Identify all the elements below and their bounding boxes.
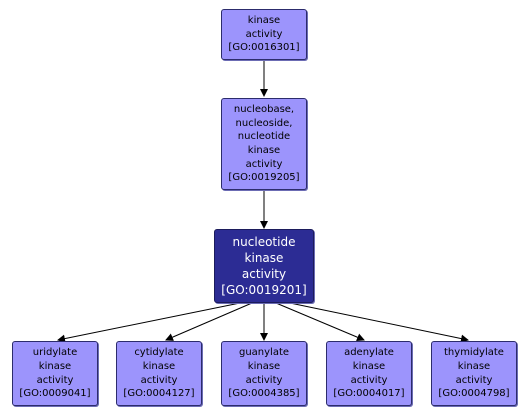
node-label-line: cytidylate: [134, 347, 184, 359]
node-label-line: activity: [36, 374, 74, 386]
node-label-line: uridylate: [32, 347, 78, 359]
edge-nucleotide-to-adenylate: [275, 302, 365, 341]
node-label-line: guanylate: [238, 347, 290, 359]
node-label-line: kinase: [247, 360, 281, 372]
node-label-line: nucleotide: [232, 234, 296, 249]
node-label-line: activity: [455, 374, 493, 386]
node-label-line: nucleoside,: [235, 117, 293, 129]
node-label-line: [GO:0019201]: [221, 283, 307, 298]
node-label-line: nucleotide: [237, 131, 291, 143]
node-label-line: kinase: [352, 360, 386, 372]
node-label-line: [GO:0009041]: [19, 388, 91, 400]
node-label-line: [GO:0019205]: [228, 172, 300, 184]
node-label-line: kinase: [38, 360, 72, 372]
node-label-line: activity: [140, 374, 178, 386]
node-label-line: activity: [245, 374, 283, 386]
node-label-line: adenylate: [344, 347, 394, 359]
edge-nucleotide-to-uridylate: [57, 302, 241, 343]
node-label-line: activity: [245, 158, 283, 170]
node-label-line: [GO:0004798]: [438, 388, 510, 400]
node-label-line: nucleobase,: [233, 104, 295, 116]
node-label-line: thymidylate: [444, 347, 504, 359]
edge-nucleotide-to-thymidylate: [289, 302, 469, 343]
node-label-line: [GO:0004127]: [123, 388, 195, 400]
node-nucleobase-nucleoside-nucleotide-kinase-activity[interactable]: nucleobase,nucleoside, nucleotide kinase ac…: [221, 98, 307, 190]
node-label-line: [GO:0016301]: [228, 42, 300, 54]
node-label-line: [GO:0004385]: [228, 388, 300, 400]
node-label-line: activity: [241, 267, 287, 281]
node-label-line: kinase: [247, 15, 281, 27]
node-label-line: activity: [350, 374, 388, 386]
node-label-line: kinase: [457, 360, 491, 372]
node-label-line: kinase: [244, 250, 284, 265]
node-label-line: activity: [245, 28, 283, 40]
edge-nucleotide-to-cytidylate: [165, 302, 253, 341]
node-label-line: kinase: [247, 145, 281, 156]
node-label-line: kinase: [142, 360, 176, 372]
node-label-line: [GO:0004017]: [333, 388, 405, 400]
